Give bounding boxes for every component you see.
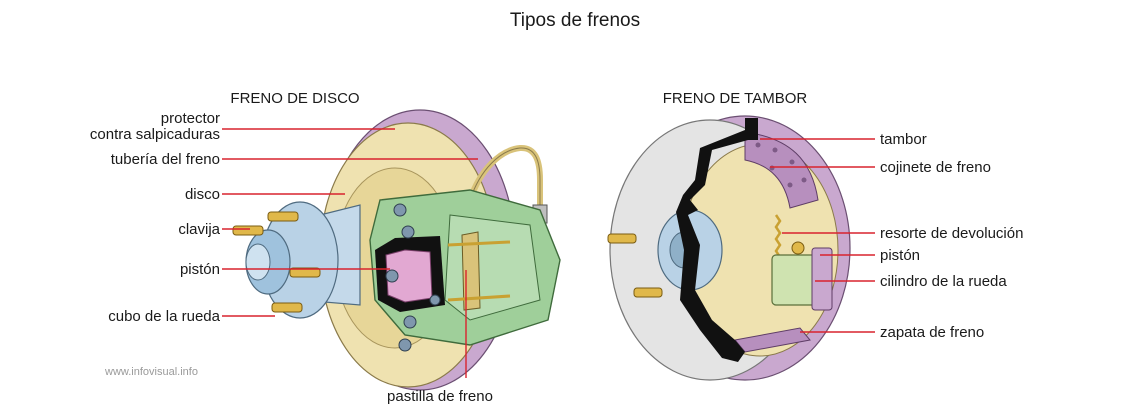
label-piston-drum: pistón bbox=[880, 247, 920, 264]
hub-cap-face bbox=[245, 243, 271, 281]
label-piston-disc: pistón bbox=[180, 261, 220, 278]
cylinder-piston bbox=[811, 247, 833, 311]
disc-brake-group: FRENO DE DISCO bbox=[90, 90, 561, 405]
drum-brake-heading: FRENO DE TAMBOR bbox=[663, 90, 808, 107]
brake-shoe bbox=[734, 327, 811, 353]
label-shoe: zapata de freno bbox=[880, 324, 984, 341]
disc-brake-heading: FRENO DE DISCO bbox=[230, 90, 359, 107]
brake-line-outline bbox=[469, 147, 541, 210]
label-lining: cojinete de freno bbox=[880, 159, 991, 176]
lining-rivets bbox=[755, 142, 807, 188]
label-brake-pad: pastilla de freno bbox=[387, 388, 493, 405]
label-stud: clavija bbox=[178, 221, 220, 238]
label-protector-line2: contra salpicaduras bbox=[90, 126, 220, 143]
watermark: www.infovisual.info bbox=[104, 366, 198, 378]
label-hub: cubo de la rueda bbox=[108, 308, 220, 325]
caliper-window bbox=[444, 214, 541, 321]
caliper-bolts bbox=[385, 203, 441, 352]
diagram-title: Tipos de frenos bbox=[510, 10, 640, 31]
caliper-guide-pins bbox=[447, 240, 511, 302]
drum-brake-group: FRENO DE TAMBOR bbox=[607, 90, 1023, 381]
drum-wheel-studs bbox=[607, 233, 663, 298]
wheel-studs bbox=[232, 211, 321, 313]
label-wheel-cylinder: cilindro de la rueda bbox=[880, 273, 1007, 290]
drum-cutaway-outline bbox=[676, 118, 758, 362]
label-disc: disco bbox=[185, 186, 220, 203]
label-drum: tambor bbox=[880, 131, 927, 148]
bleed-screw bbox=[791, 241, 805, 255]
label-return-spring: resorte de devolución bbox=[880, 225, 1023, 242]
label-protector-line1: protector bbox=[161, 110, 220, 127]
brake-lining bbox=[744, 131, 819, 209]
label-brake-line: tubería del freno bbox=[111, 151, 220, 168]
